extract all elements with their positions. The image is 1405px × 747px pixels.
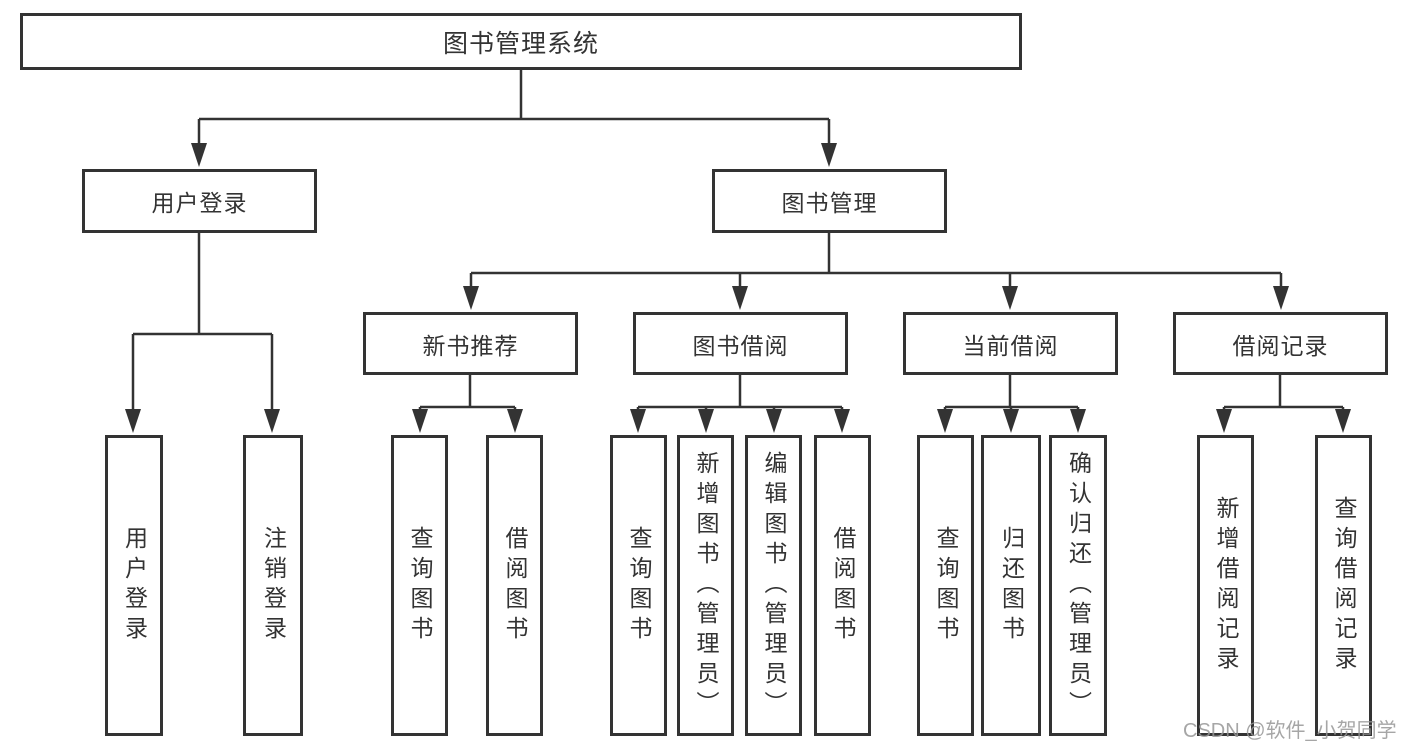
node-label: 图书管理系统 (442, 29, 599, 58)
node-book-borrowing: 图书借阅 (633, 312, 848, 375)
node-label: 查询图书 (407, 525, 433, 646)
node-label: 编辑图书（管理员） (761, 450, 787, 721)
node-label: 当前借阅 (962, 332, 1059, 359)
node-label: 查询图书 (626, 525, 652, 646)
leaf-return-books: 归还图书 (981, 435, 1041, 736)
leaf-user-login: 用户登录 (105, 435, 163, 736)
node-label: 图书管理 (781, 190, 878, 216)
node-label: 图书借阅 (692, 332, 789, 359)
node-label: 新增图书（管理员） (693, 450, 719, 721)
node-label: 新书推荐 (422, 332, 519, 359)
node-label: 新增借阅记录 (1213, 495, 1239, 676)
node-label: 归还图书 (998, 525, 1025, 646)
node-borrowing-records: 借阅记录 (1173, 312, 1388, 375)
node-new-book-recommendation: 新书推荐 (363, 312, 578, 375)
node-label: 借阅图书 (502, 525, 528, 646)
leaf-query-books-recommend: 查询图书 (391, 435, 448, 736)
leaf-query-books-current: 查询图书 (917, 435, 974, 736)
node-label: 借阅记录 (1232, 332, 1329, 359)
node-user-login: 用户登录 (82, 169, 317, 233)
node-library-management-system: 图书管理系统 (20, 13, 1022, 70)
node-current-borrowing: 当前借阅 (903, 312, 1118, 375)
node-label: 确认归还（管理员） (1065, 450, 1092, 721)
node-label: 查询图书 (933, 525, 959, 646)
leaf-query-books-borrowing: 查询图书 (610, 435, 667, 736)
node-label: 查询借阅记录 (1331, 495, 1357, 676)
leaf-logout: 注销登录 (243, 435, 303, 736)
node-label: 用户登录 (121, 525, 148, 646)
leaf-query-borrow-record: 查询借阅记录 (1315, 435, 1372, 736)
node-label: 注销登录 (260, 525, 287, 646)
node-book-management: 图书管理 (712, 169, 947, 233)
node-label: 借阅图书 (830, 525, 856, 646)
leaf-edit-book-admin: 编辑图书（管理员） (745, 435, 802, 736)
leaf-add-book-admin: 新增图书（管理员） (677, 435, 734, 736)
node-label: 用户登录 (151, 190, 248, 216)
leaf-confirm-return-admin: 确认归还（管理员） (1049, 435, 1107, 736)
leaf-borrow-books-borrowing: 借阅图书 (814, 435, 871, 736)
leaf-borrow-books-recommend: 借阅图书 (486, 435, 543, 736)
csdn-watermark: CSDN @软件_小贺同学 (1183, 720, 1397, 742)
leaf-add-borrow-record: 新增借阅记录 (1197, 435, 1254, 736)
